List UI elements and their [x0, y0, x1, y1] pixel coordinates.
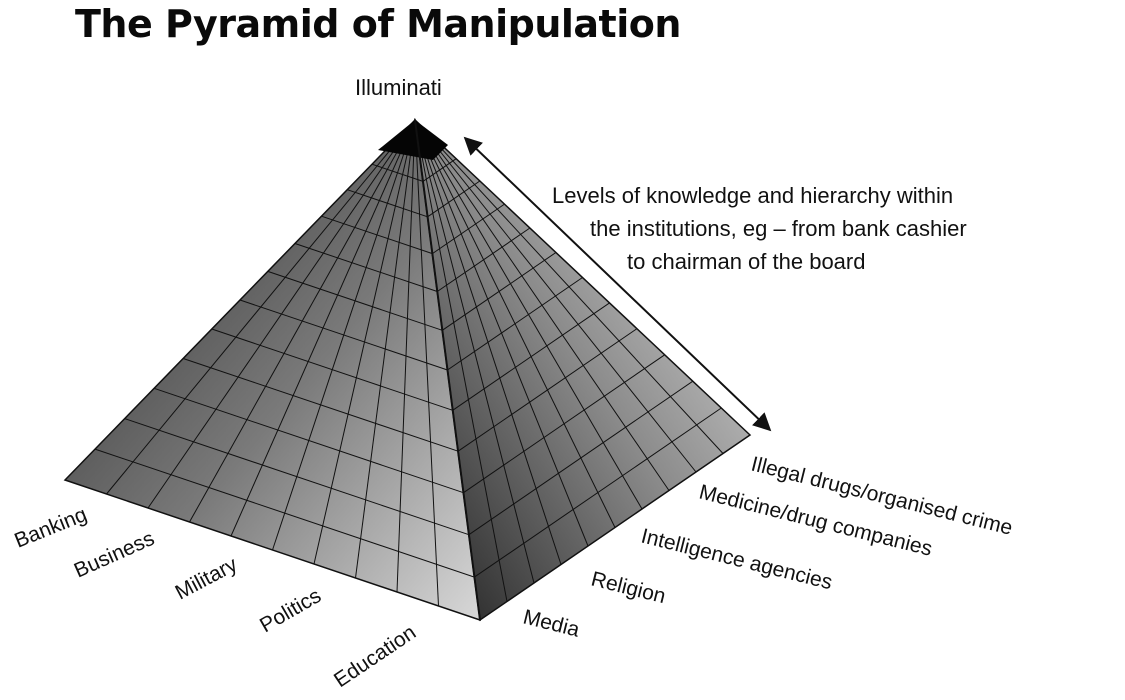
apex-label: Illuminati [355, 75, 442, 100]
sector-label-education: Education [330, 621, 420, 692]
hierarchy-note-line-2: the institutions, eg – from bank cashier [590, 216, 967, 241]
hierarchy-note-line-3: to chairman of the board [627, 249, 866, 274]
left-grid-ray [147, 119, 416, 509]
sector-label-business: Business [71, 527, 158, 583]
sector-label-media: Media [521, 606, 582, 642]
left-grid-ray [313, 119, 416, 565]
hierarchy-note-line-1: Levels of knowledge and hierarchy within [552, 183, 954, 208]
left-grid-ray [106, 119, 416, 495]
pyramid-left-grid [94, 119, 475, 607]
diagram-title: The Pyramid of Manipulation [75, 2, 681, 46]
sector-label-religion: Religion [589, 568, 668, 609]
sector-label-banking: Banking [11, 503, 90, 553]
left-grid-ray [414, 119, 439, 607]
sector-label-military: Military [172, 553, 242, 605]
sector-label-intelligence: Intelligence agencies [639, 525, 835, 595]
left-grid-ray [355, 119, 416, 579]
pyramid-capstone [378, 120, 448, 160]
left-grid-ray [230, 119, 416, 537]
left-grid-ray [272, 119, 416, 551]
left-grid-ray [189, 119, 416, 523]
right-grid-ray [414, 119, 508, 602]
pyramid-center-edge [414, 119, 481, 621]
left-grid-ray [396, 119, 416, 593]
sector-label-politics: Politics [256, 584, 325, 637]
hierarchy-arrow [463, 136, 772, 432]
